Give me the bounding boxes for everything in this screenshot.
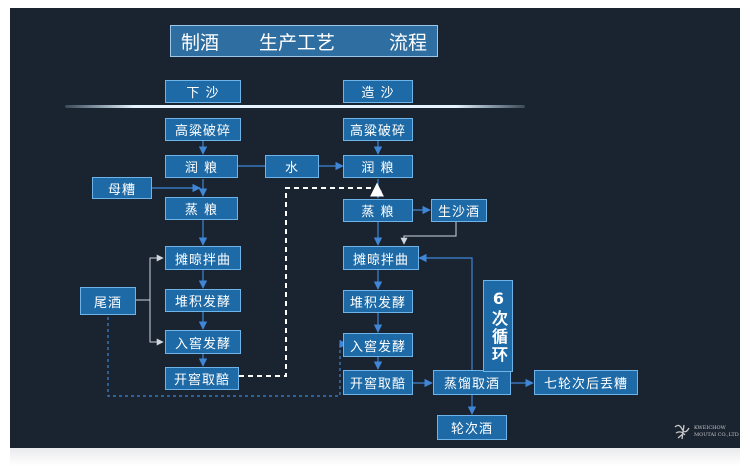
input-water: 水 <box>265 155 319 178</box>
tail-liquor-dashed-return <box>107 311 348 397</box>
right-step-moisten: 润 粮 <box>343 155 413 178</box>
title-part-1: 制酒 <box>181 31 220 54</box>
cycle-loop-line <box>418 253 473 372</box>
logo-line-2: MOUTAI CO.,LTD <box>694 432 739 438</box>
input-mother-grains: 母糟 <box>92 177 152 199</box>
bracket-down <box>149 300 164 346</box>
raw-liquor-return <box>400 222 457 245</box>
title-part-2: 生产工艺 <box>259 31 336 54</box>
output-discard-grains: 七轮次后丢糟 <box>534 370 638 395</box>
bracket-up <box>149 254 164 300</box>
slide-background: 制酒 生产工艺 流程 下 沙 高粱破碎 润 粮 蒸 粮 摊晾拌曲 堆积发酵 入窖… <box>10 8 740 448</box>
dashed-transfer-line <box>239 182 384 377</box>
output-raw-sand-liquor: 生沙酒 <box>431 199 487 222</box>
header-zaosha: 造 沙 <box>343 80 413 103</box>
cycle-label: 6次循环 <box>483 280 513 372</box>
right-step-cool-mix: 摊晾拌曲 <box>343 246 419 270</box>
right-step-pit-ferment: 入窖发酵 <box>343 333 413 357</box>
left-step-pile-ferment: 堆积发酵 <box>165 289 241 312</box>
right-step-steam: 蒸 粮 <box>343 199 413 222</box>
output-distill: 蒸馏取酒 <box>433 370 511 395</box>
moutai-seal-icon <box>674 424 690 440</box>
flow-connectors <box>65 105 534 415</box>
right-step-pile-ferment: 堆积发酵 <box>343 290 413 313</box>
left-step-moisten: 润 粮 <box>165 155 238 178</box>
slide-reflection <box>10 448 740 466</box>
header-xiasha: 下 沙 <box>165 80 241 103</box>
logo-line-1: KWEICHOW <box>694 425 726 431</box>
left-step-cool-mix: 摊晾拌曲 <box>165 246 241 270</box>
output-round-liquor: 轮次酒 <box>437 415 507 440</box>
right-step-open-pit: 开窖取醅 <box>343 370 413 395</box>
left-step-pit-ferment: 入窖发酵 <box>165 330 241 354</box>
left-step-steam: 蒸 粮 <box>165 197 238 220</box>
company-logo: KWEICHOW MOUTAI CO.,LTD <box>672 420 748 446</box>
left-step-open-pit: 开窖取醅 <box>165 367 239 390</box>
page-title: 制酒 生产工艺 流程 <box>170 25 438 57</box>
input-tail-liquor: 尾酒 <box>80 287 136 315</box>
separator-line <box>65 105 525 108</box>
title-part-3: 流程 <box>389 31 428 54</box>
left-step-crushing: 高粱破碎 <box>165 118 241 141</box>
right-step-crushing: 高粱破碎 <box>343 118 413 141</box>
